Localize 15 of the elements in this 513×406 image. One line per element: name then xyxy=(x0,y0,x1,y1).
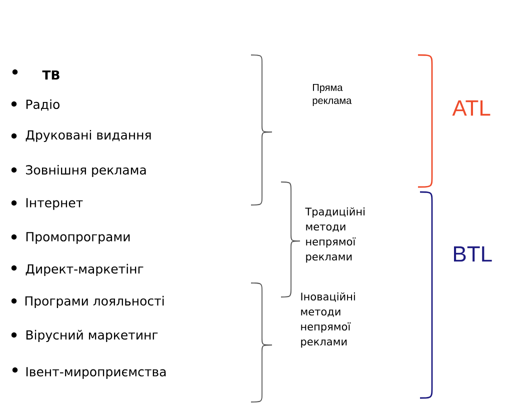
group-label: Пряма реклама xyxy=(312,84,352,106)
category-label: ATL xyxy=(452,100,490,116)
group-label: Іноваційні методи непрямої реклами xyxy=(301,292,355,348)
list-item: Радіо xyxy=(26,99,60,111)
list-item: Промопрограми xyxy=(26,232,130,244)
group-label: Традиційні методи непрямої реклами xyxy=(305,207,364,263)
category-label: BTL xyxy=(454,246,492,262)
list-item: Зовнішня реклама xyxy=(26,164,146,178)
list-item: Директ-маркетінг xyxy=(26,264,144,276)
list-item: ТВ xyxy=(42,70,60,80)
list-item: Вірусний маркетинг xyxy=(26,330,158,342)
list-item: Програми лояльності xyxy=(25,296,164,308)
list-item: Інтернет xyxy=(26,198,83,210)
list-item: Івент-мироприємства xyxy=(26,367,166,379)
list-item: Друковані видання xyxy=(26,130,151,142)
